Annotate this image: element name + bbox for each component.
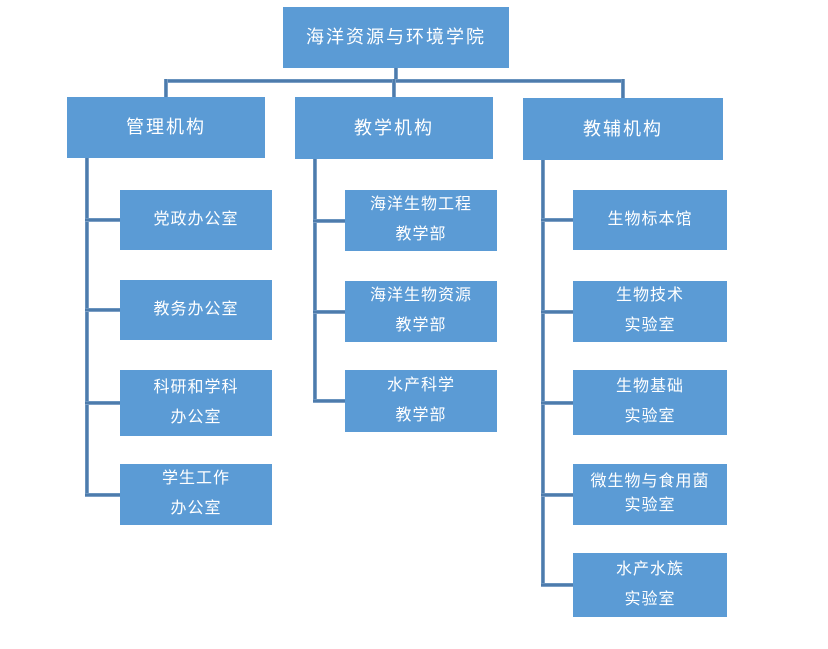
org-node-aquaculture-science-dept: 水产科学教学部 — [345, 370, 497, 432]
org-node-root: 海洋资源与环境学院 — [283, 7, 509, 68]
org-node-student-work-office-label: 学生工作 — [161, 470, 230, 488]
connector-line — [394, 68, 398, 83]
org-node-management-label: 管理机构 — [126, 117, 206, 138]
org-node-research-discipline-office-label: 科研和学科 — [153, 378, 239, 396]
connector-line — [85, 158, 89, 497]
connector-line — [541, 401, 573, 405]
connector-line — [313, 399, 345, 403]
org-node-academic-affairs-office-label: 教务办公室 — [153, 300, 239, 318]
connector-line — [541, 493, 573, 497]
org-node-teaching-label: 教学机构 — [354, 117, 434, 138]
connector-line — [541, 310, 573, 314]
org-node-aquatic-aquarium-lab-label: 水产水族 — [615, 560, 684, 578]
org-node-microbe-edible-fungi-lab-label: 实验室 — [624, 497, 676, 514]
org-node-biotechnology-lab: 生物技术实验室 — [573, 281, 727, 342]
connector-line — [313, 219, 345, 223]
connector-line — [164, 79, 168, 97]
connector-line — [541, 583, 573, 587]
org-node-research-discipline-office-label: 办公室 — [170, 408, 222, 426]
org-node-marine-bioresources-dept: 海洋生物资源教学部 — [345, 281, 497, 342]
org-node-aquaculture-science-dept-label: 教学部 — [395, 406, 447, 424]
org-node-basic-biology-lab-label: 生物基础 — [615, 378, 684, 396]
org-node-aquaculture-science-dept-label: 水产科学 — [386, 376, 455, 394]
org-node-teaching-support: 教辅机构 — [523, 98, 723, 160]
org-node-party-gov-office: 党政办公室 — [120, 190, 272, 250]
connector-line — [85, 218, 120, 222]
connector-line — [392, 79, 396, 97]
connector-line — [85, 308, 120, 312]
org-node-academic-affairs-office: 教务办公室 — [120, 280, 272, 340]
org-node-marine-bioengineering-dept-label: 海洋生物工程 — [369, 196, 472, 214]
org-node-aquatic-aquarium-lab: 水产水族实验室 — [573, 553, 727, 617]
org-node-research-discipline-office: 科研和学科办公室 — [120, 370, 272, 436]
org-node-student-work-office: 学生工作办公室 — [120, 464, 272, 525]
org-node-marine-bioresources-dept-label: 教学部 — [395, 317, 447, 334]
connector-line — [85, 493, 120, 497]
org-node-root-label: 海洋资源与环境学院 — [306, 27, 486, 48]
org-node-marine-bioresources-dept-label: 海洋生物资源 — [369, 287, 472, 305]
org-node-party-gov-office-label: 党政办公室 — [153, 210, 239, 228]
org-node-management: 管理机构 — [67, 97, 265, 158]
org-node-microbe-edible-fungi-lab-label: 微生物与食用菌 — [590, 473, 710, 491]
connector-line — [313, 159, 317, 403]
org-node-biotechnology-lab-label: 生物技术 — [615, 287, 684, 305]
org-node-biological-specimen-museum: 生物标本馆 — [573, 190, 727, 250]
org-node-teaching-support-label: 教辅机构 — [583, 118, 663, 139]
org-node-basic-biology-lab-label: 实验室 — [624, 408, 676, 425]
org-node-microbe-edible-fungi-lab: 微生物与食用菌实验室 — [573, 464, 727, 525]
connector-line — [85, 401, 120, 405]
connector-line — [541, 218, 573, 222]
org-node-marine-bioengineering-dept-label: 教学部 — [395, 226, 447, 243]
org-node-teaching: 教学机构 — [295, 97, 493, 159]
org-node-student-work-office-label: 办公室 — [170, 500, 222, 517]
connector-line — [621, 79, 625, 98]
org-node-biological-specimen-museum-label: 生物标本馆 — [607, 210, 693, 228]
org-node-biotechnology-lab-label: 实验室 — [624, 317, 676, 334]
org-node-marine-bioengineering-dept: 海洋生物工程教学部 — [345, 190, 497, 251]
org-node-basic-biology-lab: 生物基础实验室 — [573, 370, 727, 435]
connector-line — [541, 160, 545, 587]
org-node-aquatic-aquarium-lab-label: 实验室 — [624, 590, 676, 608]
connector-line — [313, 310, 345, 314]
